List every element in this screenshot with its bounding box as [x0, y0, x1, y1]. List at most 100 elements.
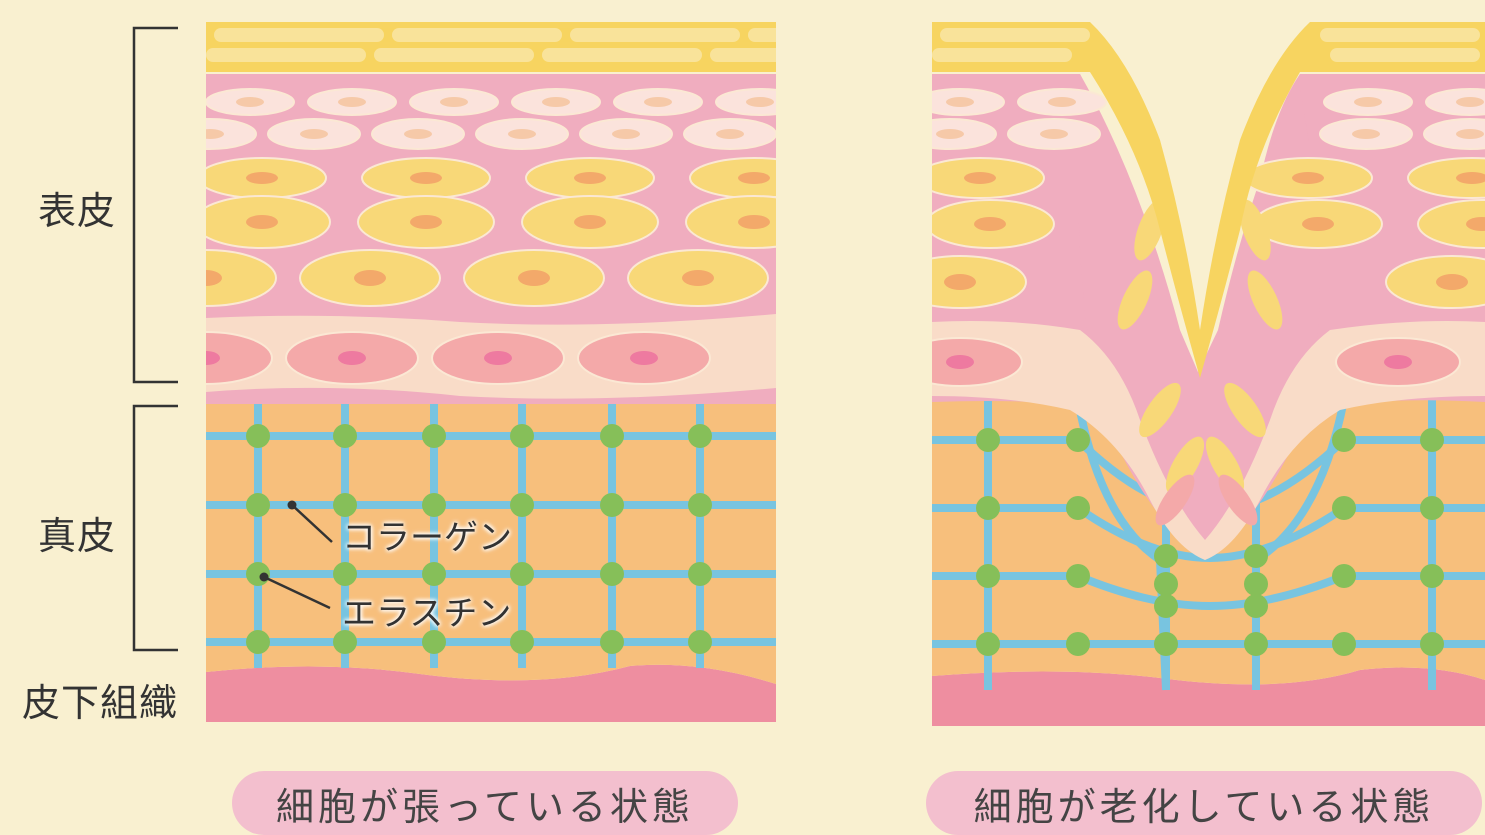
corneum-scale — [932, 48, 1072, 62]
cell-nucleus — [236, 97, 264, 107]
elastin-node — [1420, 496, 1444, 520]
cell-nucleus — [946, 355, 974, 369]
corneum-scale — [542, 48, 702, 62]
corneum-scale — [748, 28, 776, 42]
cell-nucleus — [964, 172, 996, 184]
cell-nucleus — [246, 172, 278, 184]
cell-nucleus — [974, 217, 1006, 231]
elastin-node — [1244, 594, 1268, 618]
elastin-node — [600, 493, 624, 517]
collagen-fiber — [696, 398, 704, 668]
collagen-callout-line — [287, 500, 333, 543]
cell-nucleus — [1456, 129, 1484, 139]
epidermal-cell — [1385, 255, 1485, 309]
collagen-fiber — [254, 398, 262, 668]
cell-nucleus — [1354, 97, 1382, 107]
elastin-node — [688, 630, 712, 654]
healthy-caption: 細胞が張っている状態 — [232, 771, 738, 835]
cell-nucleus — [1436, 274, 1468, 290]
folded-cell — [1205, 436, 1245, 494]
subcutaneous-layer — [206, 664, 776, 722]
epidermal-cell — [1425, 88, 1485, 116]
folded-cell — [1117, 270, 1153, 330]
cell-nucleus — [944, 274, 976, 290]
collagen-fiber — [206, 501, 776, 509]
cell-nucleus — [746, 97, 774, 107]
elastin-node — [333, 493, 357, 517]
dermis-bracket — [132, 404, 178, 652]
elastin-node — [1154, 594, 1178, 618]
basal-layer — [932, 321, 1485, 560]
cell-nucleus — [338, 97, 366, 107]
collagen-fiber — [206, 432, 776, 440]
folded-cell — [1239, 199, 1271, 261]
elastin-node — [333, 424, 357, 448]
elastin-node — [688, 424, 712, 448]
corneum-scale — [214, 28, 384, 42]
cell-nucleus — [716, 129, 744, 139]
cell-nucleus — [574, 172, 606, 184]
cell-nucleus — [682, 270, 714, 286]
collagen-fiber — [984, 400, 992, 690]
elastin-node — [1154, 544, 1178, 568]
cell-nucleus — [206, 129, 224, 139]
epidermal-cells — [206, 88, 776, 385]
cell-nucleus — [440, 97, 468, 107]
cell-nucleus — [1384, 355, 1412, 369]
subcutaneous-label: 皮下組織 — [22, 681, 179, 725]
epidermal-cell — [206, 331, 273, 385]
collagen-fiber — [518, 398, 526, 668]
epidermal-cell — [1407, 157, 1485, 199]
elastin-node — [1244, 572, 1268, 596]
cell-nucleus — [206, 270, 222, 286]
elastin-node — [510, 424, 534, 448]
corneum-scale — [392, 28, 562, 42]
elastin-node — [246, 493, 270, 517]
elastin-node — [1066, 632, 1090, 656]
elastin-node — [246, 424, 270, 448]
aged-caption: 細胞が老化している状態 — [926, 771, 1482, 835]
epidermis-label: 表皮 — [38, 189, 117, 233]
cell-nucleus — [612, 129, 640, 139]
corneum-scale — [940, 28, 1090, 42]
collagen-label: コラーゲン — [342, 518, 512, 558]
aged-skin-panel — [932, 22, 1485, 726]
stratum-corneum-scales — [932, 28, 1480, 62]
epidermal-cell — [206, 249, 277, 307]
elastin-node — [1244, 632, 1268, 656]
cell-nucleus — [946, 97, 974, 107]
cell-nucleus — [1048, 97, 1076, 107]
corneum-scale — [1320, 28, 1480, 42]
elastin-label: エラスチン — [342, 594, 512, 634]
elastin-node — [1066, 564, 1090, 588]
corneum-scale — [1330, 48, 1480, 62]
elastin-node — [1154, 632, 1178, 656]
corneum-scale — [374, 48, 534, 62]
epidermis-bracket — [132, 26, 178, 384]
epidermal-cell — [1417, 199, 1485, 249]
corneum-scale — [570, 28, 740, 42]
dermis-label: 真皮 — [38, 514, 117, 558]
folded-cell — [1139, 382, 1181, 438]
elastin-node — [1332, 428, 1356, 452]
elastin-node — [1332, 564, 1356, 588]
elastin-node — [600, 424, 624, 448]
cell-nucleus — [574, 215, 606, 229]
elastin-node — [422, 562, 446, 586]
corneum-scale — [710, 48, 776, 62]
elastin-node — [510, 630, 534, 654]
elastin-callout-line — [259, 572, 331, 610]
folded-basal-cell — [1155, 474, 1195, 526]
elastin-node — [976, 632, 1000, 656]
elastin-node — [422, 493, 446, 517]
elastin-node — [1244, 544, 1268, 568]
elastin-node — [976, 428, 1000, 452]
elastin-node — [976, 496, 1000, 520]
elastin-node — [1332, 496, 1356, 520]
folded-cell — [1224, 382, 1266, 438]
subcutaneous-layer — [932, 667, 1485, 726]
collagen-fiber — [341, 398, 349, 668]
elastin-node — [1066, 428, 1090, 452]
elastin-node — [422, 424, 446, 448]
collagen-fiber — [1428, 400, 1436, 690]
